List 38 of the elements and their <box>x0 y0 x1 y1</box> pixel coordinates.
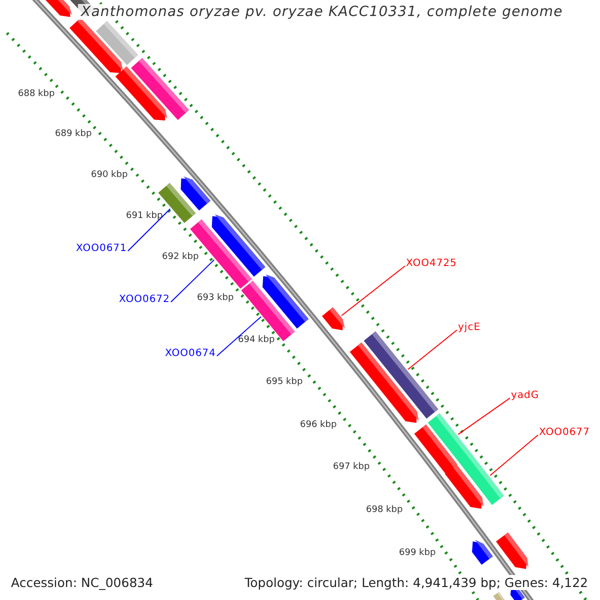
gene-block <box>115 66 168 121</box>
gene-block <box>45 0 72 17</box>
gene-bar <box>364 331 438 419</box>
scale-label: 690 kbp <box>91 170 128 180</box>
gene-label: yadG <box>511 390 540 402</box>
leader-line <box>170 259 215 302</box>
gene-block <box>496 532 528 569</box>
scale-label: 699 kbp <box>399 548 436 558</box>
scale-label: 689 kbp <box>55 129 92 139</box>
leader-line <box>408 330 458 370</box>
scale-label: 694 kbp <box>238 335 275 345</box>
leader-line <box>458 398 510 435</box>
scale-label: 697 kbp <box>333 462 370 472</box>
scale-label: 692 kbp <box>162 252 199 262</box>
leader-line <box>216 316 262 356</box>
gene-label: XOO0672 <box>119 294 170 306</box>
gene-block <box>322 307 345 330</box>
leader-line <box>490 434 538 476</box>
gene-label: XOO0677 <box>539 427 590 439</box>
scale-label: 698 kbp <box>366 505 403 515</box>
scale-label: 696 kbp <box>300 420 337 430</box>
gene-bar <box>96 20 138 66</box>
genome-stats-text: Topology: circular; Length: 4,941,439 bp; Genes: 4,122 <box>242 575 590 590</box>
gene-bar <box>428 413 474 467</box>
gene-block <box>472 540 493 565</box>
gene-block <box>444 464 484 509</box>
leader-line <box>127 208 171 252</box>
gene-label: XOO4725 <box>406 258 457 270</box>
gene-label: yjcE <box>458 322 481 334</box>
scale-label: 693 kbp <box>197 293 234 303</box>
scale-label: 695 kbp <box>266 377 303 387</box>
gene-bar <box>493 592 505 600</box>
gene-label: XOO0674 <box>165 348 216 360</box>
scale-label: 688 kbp <box>18 89 55 99</box>
leader-line <box>341 266 406 316</box>
scale-label: 691 kbp <box>126 211 163 221</box>
accession-text: Accession: NC_006834 <box>9 575 156 590</box>
gene-label: XOO0671 <box>76 243 127 255</box>
